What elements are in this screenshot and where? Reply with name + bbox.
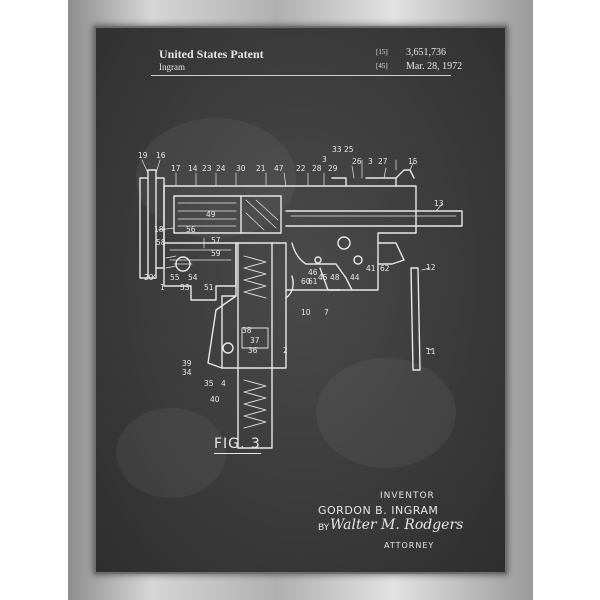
inventor-label: INVENTOR [380, 491, 435, 501]
callout: 40 [210, 395, 220, 404]
callout: 2 [283, 346, 288, 355]
chalkboard-print: United States Patent Ingram [15] 3,651,7… [96, 28, 505, 572]
callout: 23 [202, 164, 212, 173]
callout: 13 [434, 199, 444, 208]
callout: 51 [204, 283, 214, 292]
callout: 61 [308, 277, 318, 286]
patent-number-label: [15] [376, 48, 388, 56]
callout: 4 [221, 379, 226, 388]
patent-number: 3,651,736 [406, 47, 446, 58]
callout: 11 [426, 347, 436, 356]
callout: 14 [188, 164, 198, 173]
callout: 26 [352, 157, 362, 166]
callout: 16 [156, 151, 166, 160]
callout: 46 [308, 268, 318, 277]
callout: 49 [206, 210, 216, 219]
by-label: BY [318, 523, 330, 533]
patent-date: Mar. 28, 1972 [406, 61, 463, 72]
callout: 19 [138, 151, 148, 160]
callout: 59 [211, 249, 221, 258]
callout: 27 [378, 157, 388, 166]
callout: 44 [350, 273, 360, 282]
callout: 33 [332, 145, 342, 154]
callout: 60 [301, 277, 311, 286]
callout: 38 [242, 326, 252, 335]
attorney-signature: Walter M. Rodgers [330, 517, 464, 533]
callout: 55 [170, 273, 180, 282]
callout: 57 [211, 236, 221, 245]
callout: 24 [216, 164, 226, 173]
callout: 25 [344, 145, 354, 154]
callout: 22 [296, 164, 306, 173]
callout: 36 [248, 346, 258, 355]
callout: 3 [368, 157, 373, 166]
attorney-label: ATTORNEY [384, 541, 435, 550]
callout: 62 [380, 264, 390, 273]
figure-label: FIG. 3 [214, 436, 261, 454]
inventor-name: GORDON B. INGRAM [318, 504, 439, 517]
callout: 29 [328, 164, 338, 173]
callout: 48 [330, 273, 340, 282]
callout: 1 [160, 283, 165, 292]
callout: 37 [250, 336, 260, 345]
patent-title: United States Patent [159, 47, 264, 61]
callout: 58 [156, 238, 166, 247]
callout: 17 [171, 164, 181, 173]
callout: 35 [204, 379, 214, 388]
patent-inventor-short: Ingram [159, 62, 185, 72]
callout: 54 [188, 273, 198, 282]
gun-drawing [139, 159, 463, 449]
header-rule [151, 75, 451, 76]
callout: 41 [366, 264, 376, 273]
callout: 7 [324, 308, 329, 317]
callout: 28 [312, 164, 322, 173]
callout: 12 [426, 263, 436, 272]
callout: 20 [144, 273, 154, 282]
callout: 15 [408, 157, 418, 166]
callout: 21 [256, 164, 266, 173]
callout: 47 [274, 164, 284, 173]
callout: 10 [301, 308, 311, 317]
callout: 30 [236, 164, 246, 173]
callout: 34 [182, 368, 192, 377]
callout: 53 [180, 283, 190, 292]
callout: 39 [182, 359, 192, 368]
callout-labels: 19 16 17 14 23 24 30 21 47 22 28 3 33 25… [138, 145, 444, 404]
callout: 45 [318, 273, 328, 282]
callout: 18 [154, 225, 164, 234]
callout: 56 [186, 225, 196, 234]
patent-date-label: [45] [376, 62, 388, 70]
callout: 3 [322, 155, 327, 164]
